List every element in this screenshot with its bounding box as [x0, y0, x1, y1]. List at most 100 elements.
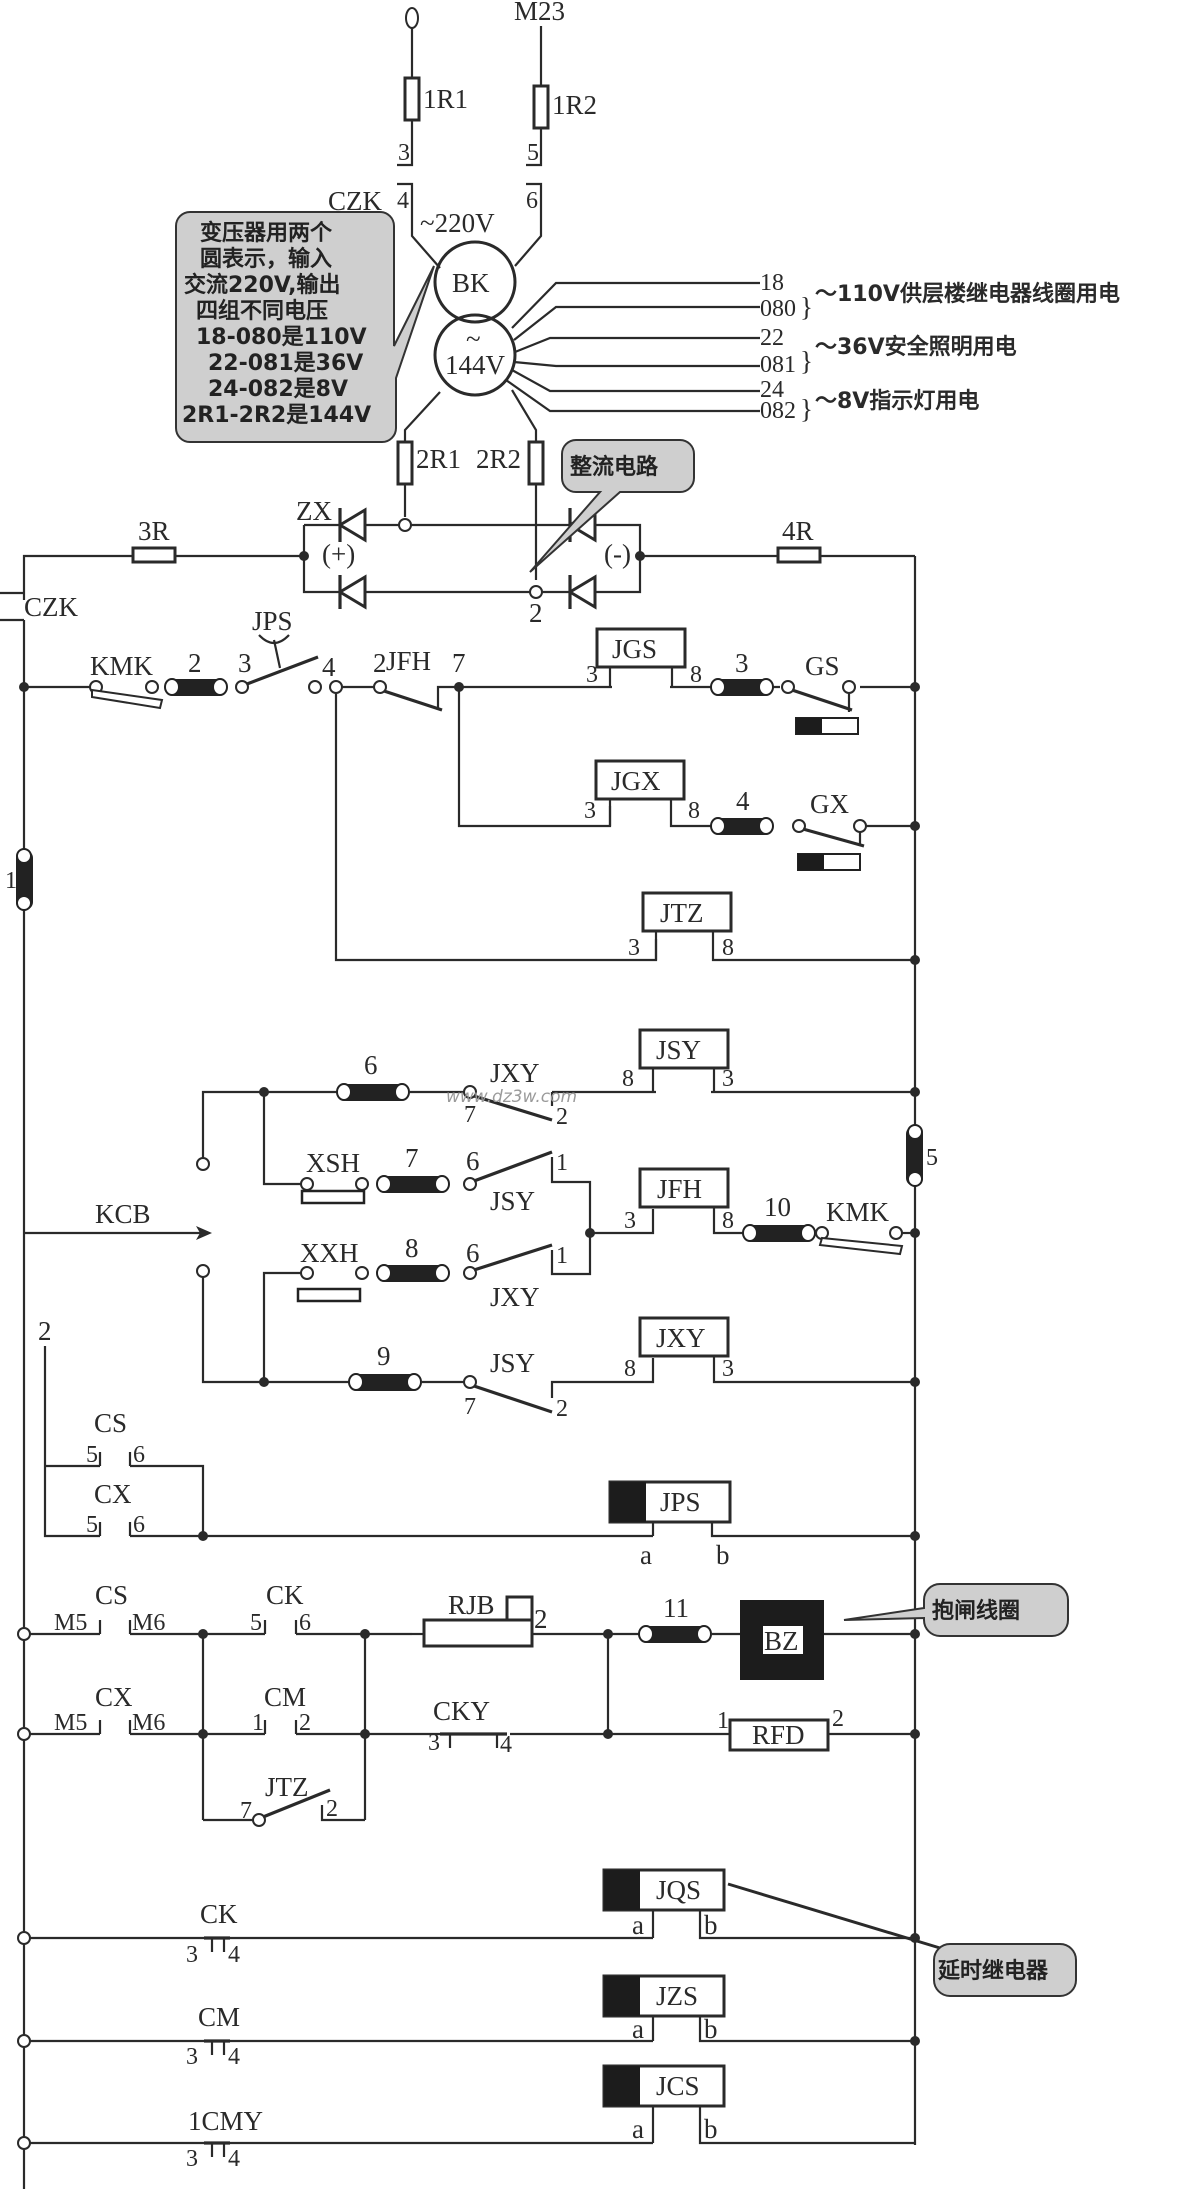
jxy-pin-3: 3: [722, 1356, 734, 1382]
watermark: www.dz3w.com: [446, 1087, 577, 1107]
brace-110v: }: [800, 292, 813, 322]
row-jtz: JTZ 3 8: [334, 693, 920, 965]
cx-pin-6: 6: [133, 1512, 145, 1538]
fuse-2r1: [396, 440, 414, 486]
rectifier-minus: (-): [604, 539, 631, 569]
pin-6: 6: [466, 1146, 480, 1176]
xsh-button[interactable]: [300, 1189, 366, 1205]
node-2: 2: [38, 1316, 52, 1346]
row-xsh: XSH 7 6 1 JSY: [262, 1092, 592, 1233]
coil-1-label: 1: [5, 868, 17, 894]
gx-switch: [802, 827, 865, 848]
transformer-secondary: [433, 313, 517, 397]
cs-pin-m5: M5: [54, 1610, 87, 1636]
coil-4-label: 4: [736, 786, 750, 816]
gx-label: GX: [810, 789, 849, 819]
cx-pin-m5: M5: [54, 1710, 87, 1736]
kcb-label[interactable]: KCB: [95, 1199, 151, 1229]
kmk-switch-2: [818, 1236, 904, 1256]
xxh-button[interactable]: [296, 1287, 362, 1303]
timer-pin-3: 3: [186, 2044, 198, 2070]
coil-9-label: 9: [377, 1341, 391, 1371]
rectifier-callout: 整流电路: [529, 439, 695, 573]
fuse-2r2-label: 2R2: [476, 444, 521, 474]
jzs-pin-a: a: [632, 2014, 644, 2044]
output-36v-description: ～36V安全照明用电: [815, 334, 1017, 360]
jsy-contact-2-label: JSY: [490, 1348, 535, 1378]
dc-switch-label: CZK: [24, 592, 79, 622]
time-relay-callout: 延时继电器: [727, 1882, 1077, 1997]
ck-pin-6: 6: [299, 1610, 311, 1636]
row-jps: 2 CS 5 6 CX 5 6 JPS a b: [38, 1316, 920, 1570]
timer-pin-3: 3: [186, 1942, 198, 1968]
fuse-1r1-label: 1R1: [423, 84, 468, 114]
relay-jgs: [595, 627, 687, 669]
transformer-label: BK: [452, 268, 490, 298]
cx-brake-label: CX: [95, 1682, 133, 1712]
jcs-pin-b: b: [704, 2114, 718, 2144]
kmk-switch: [91, 688, 164, 710]
fuse-1r2-label: 1R2: [552, 90, 597, 120]
callout-line: 18-080是110V: [196, 325, 367, 350]
cs-pin-5: 5: [86, 1442, 98, 1468]
input-terminal-left: [405, 7, 419, 29]
fuse-1r2: [532, 84, 550, 130]
ac-switch-pin-6: 6: [526, 188, 538, 214]
terminal-18: 18: [760, 270, 784, 296]
callout-line: 2R1-2R2是144V: [182, 403, 371, 428]
jgx-pin-3: 3: [584, 798, 596, 824]
pin-7: 7: [464, 1102, 476, 1128]
relay-jgx: [594, 759, 686, 801]
callout-line: 22-081是36V: [208, 351, 363, 376]
resistor-3r-label: 3R: [138, 516, 170, 546]
relay-jgx-label: JGX: [611, 766, 661, 796]
brace-8v: }: [800, 394, 813, 424]
coil-5: 5: [906, 1124, 938, 1187]
jps-pin-a: a: [640, 1540, 652, 1570]
cs-pin-m6: M6: [132, 1610, 165, 1636]
callout-line: 圆表示，输入: [200, 246, 332, 272]
ck-pin-5: 5: [250, 1610, 262, 1636]
jfh-pin-3: 3: [624, 1208, 636, 1234]
pin-1: 1: [556, 1150, 568, 1176]
resistor-3r: [131, 546, 177, 564]
rectifier-plus: (+): [322, 539, 355, 569]
cx-contact-label: CX: [94, 1479, 132, 1509]
cm-pin-1: 1: [252, 1710, 264, 1736]
jfh-contact: [383, 689, 443, 712]
fuse-2r2: [527, 440, 545, 486]
jtz-contact-label: JTZ: [265, 1772, 309, 1802]
timer-pin-4: 4: [228, 1942, 240, 1968]
relay-jtz: [641, 891, 733, 933]
row-jtz-bypass: JTZ 7 2: [203, 1772, 365, 1827]
relay-jfh-label: JFH: [657, 1174, 702, 1204]
cm-pin-2: 2: [299, 1710, 311, 1736]
terminal-082: 082: [760, 398, 796, 424]
fuse-1r1: [403, 76, 421, 122]
kmk-label: KMK: [90, 651, 154, 681]
jqs-pin-b: b: [704, 1910, 718, 1940]
relay-jsy: [638, 1028, 730, 1070]
callout-line: 变压器用两个: [200, 220, 333, 246]
jsy-contact-label: JSY: [490, 1186, 535, 1216]
row-rfd: CX M5 M6 CM 1 2 CKY 3 4 RFD 1 2: [17, 1634, 920, 1820]
relay-jxy: [638, 1316, 730, 1358]
jsy-contact: [473, 1150, 553, 1183]
row-jcs: 1CMY 3 4 JCS a b: [17, 2064, 915, 2172]
jxy-pin-8: 8: [624, 1356, 636, 1382]
callout-line: 交流220V,输出: [184, 272, 340, 298]
relay-jsy-label: JSY: [656, 1035, 701, 1065]
jsy-pin-3: 3: [722, 1066, 734, 1092]
jzs-pin-b: b: [704, 2014, 718, 2044]
pin-1: 1: [556, 1243, 568, 1269]
coil-5-label: 5: [926, 1145, 938, 1171]
row-jqs: CK 3 4 JQS a b: [17, 1868, 920, 1968]
time-relay-callout-text: 延时继电器: [937, 1958, 1049, 1984]
cx-pin-5: 5: [86, 1512, 98, 1538]
rjb-pin-2: 2: [534, 1604, 548, 1634]
coil-2-label: 2: [188, 648, 202, 678]
gs-switch: [791, 688, 853, 712]
timer-pin-3: 3: [186, 2146, 198, 2172]
coil-2: [164, 678, 228, 696]
